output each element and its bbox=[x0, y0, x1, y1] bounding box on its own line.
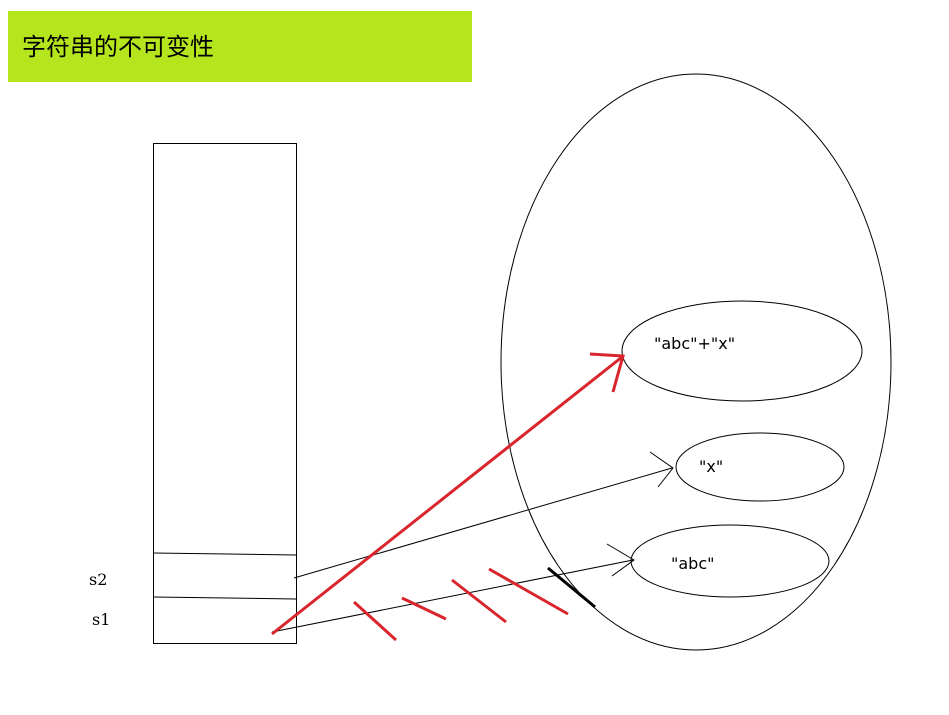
cut-mark-black bbox=[547, 566, 596, 609]
heap-object-abc-plus-x bbox=[621, 300, 863, 402]
s2-reference-arrowhead bbox=[649, 451, 674, 488]
cut-mark-3 bbox=[451, 578, 507, 624]
s2-reference-arrow bbox=[293, 467, 673, 579]
cut-mark-2 bbox=[401, 596, 447, 621]
heap-object-x bbox=[675, 432, 845, 502]
s1-old-reference-arrow bbox=[271, 559, 634, 633]
stack-column bbox=[153, 143, 297, 644]
heap-object-abc-label: "abc" bbox=[671, 554, 714, 573]
s1-old-reference-arrowhead bbox=[606, 543, 635, 577]
heap-area bbox=[500, 73, 892, 651]
diagram-title: 字符串的不可变性 bbox=[22, 33, 214, 61]
cut-mark-1 bbox=[352, 600, 398, 642]
heap-object-abc bbox=[630, 524, 830, 598]
heap-object-x-label: "x" bbox=[699, 457, 723, 476]
stack-divider-top bbox=[152, 552, 297, 556]
title-banner: 字符串的不可变性 bbox=[8, 11, 472, 82]
s1-new-reference-arrow bbox=[271, 355, 623, 636]
var-label-s2: s2 bbox=[89, 570, 108, 589]
s1-new-reference-arrowhead bbox=[589, 352, 625, 393]
var-label-s1: s1 bbox=[92, 610, 111, 629]
cut-mark-4 bbox=[488, 567, 569, 616]
heap-object-abc-plus-x-label: "abc"+"x" bbox=[654, 334, 735, 353]
stack-divider-middle bbox=[152, 596, 297, 600]
